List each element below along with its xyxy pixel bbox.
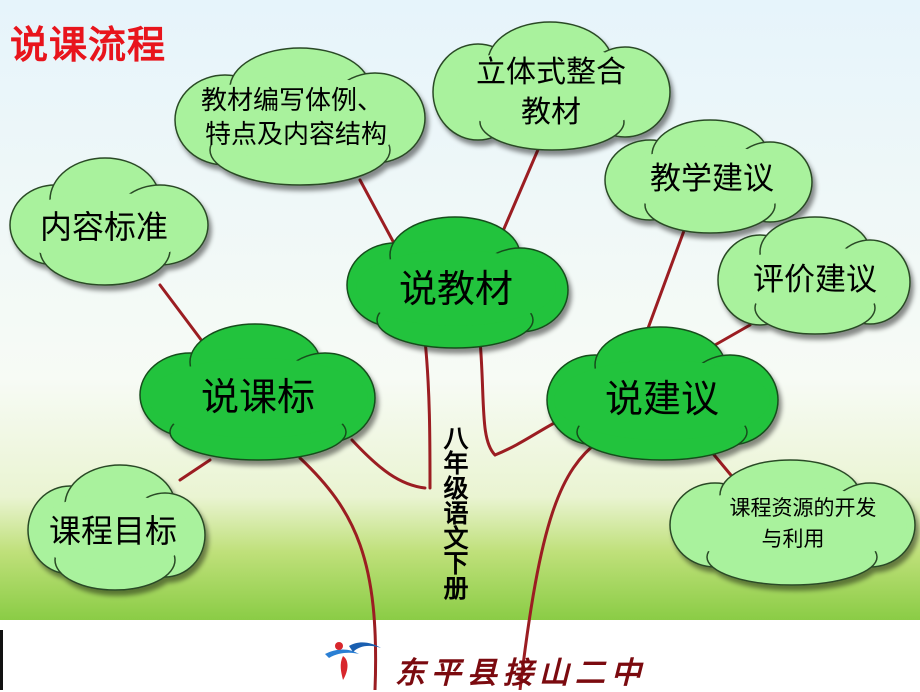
trunk-right-branch — [518, 438, 602, 690]
leaf-textbook-structure-line2: 特点及内容结构 — [205, 120, 387, 150]
link-content-standard — [158, 283, 207, 347]
link-textbook-structure — [358, 178, 397, 247]
leaf-course-goals: 课程目标 — [49, 512, 177, 550]
leaf-integrated-textbook-line1: 立体式整合 — [476, 55, 626, 90]
main-curriculum-standard: 说课标 — [201, 375, 315, 419]
side-label-vertical: 八年级语文下册 — [443, 424, 469, 603]
cloud-suggestions-main — [546, 326, 779, 461]
branch-textbook-right — [478, 338, 497, 457]
branch-standard-fork — [350, 438, 427, 490]
trunk-left-branch — [298, 456, 378, 690]
branches — [158, 143, 752, 690]
leaf-resources-line1: 课程资源的开发 — [730, 496, 877, 520]
link-integrated — [498, 143, 542, 240]
cloud-evaluation-suggestions — [717, 216, 911, 335]
main-suggestions: 说建议 — [605, 377, 719, 421]
leaf-textbook-structure-line1: 教材编写体例、 — [201, 86, 383, 116]
cloud-textbook-structure — [174, 47, 426, 186]
link-resources — [708, 448, 737, 482]
leaf-resources-line2: 与利用 — [762, 527, 825, 551]
cloud-teaching-suggestions — [604, 119, 813, 234]
cloud-integrated-textbook — [432, 21, 671, 151]
cloud-course-goals — [27, 464, 206, 591]
cloud-content-standard — [9, 157, 209, 286]
leaf-teaching-suggestions: 教学建议 — [650, 161, 774, 197]
link-evaluation — [713, 323, 752, 347]
school-logo-icon — [325, 642, 381, 680]
footer-school-name: 东平县接山二中 — [395, 656, 647, 691]
leaf-evaluation-suggestions: 评价建议 — [753, 262, 877, 298]
leaf-integrated-textbook-line2: 教材 — [521, 95, 581, 130]
cloud-resources — [669, 459, 916, 586]
main-textbook: 说教材 — [399, 267, 513, 311]
footer-band — [0, 620, 920, 690]
branch-textbook-left — [423, 338, 432, 490]
cloud-textbook-main — [346, 216, 569, 349]
link-course-goals — [178, 458, 212, 482]
cloud-standard-main — [139, 323, 376, 461]
leaf-content-standard: 内容标准 — [40, 208, 168, 246]
page-title: 说课流程 — [10, 23, 167, 67]
left-edge-divider — [0, 630, 3, 690]
